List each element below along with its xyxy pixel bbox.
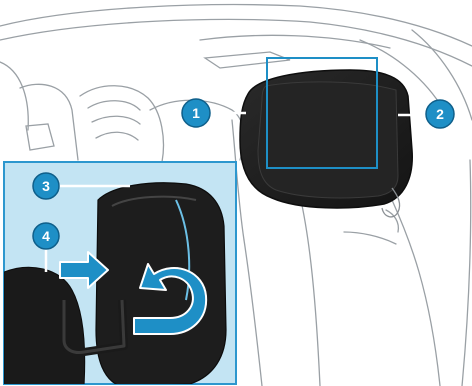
callout-4-label: 4 [42,228,50,244]
callout-3-label: 3 [42,178,50,194]
headrest [240,70,412,217]
callout-2-label: 2 [436,106,444,122]
inset-detail-panel: 3 4 [4,162,236,386]
callout-1-label: 1 [192,105,200,121]
